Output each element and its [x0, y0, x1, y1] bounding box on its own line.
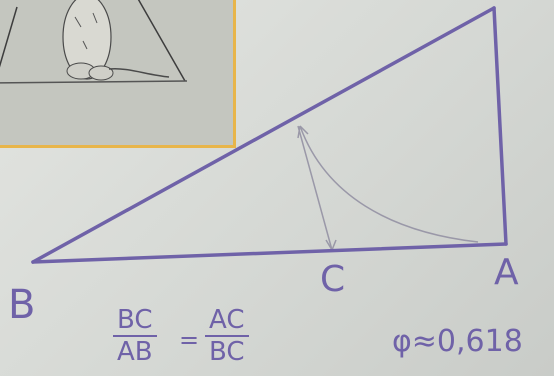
fraction-bar [205, 335, 249, 337]
fraction-bar [113, 335, 157, 337]
segment-ab [31, 6, 496, 264]
fraction-numerator: AC [209, 305, 245, 335]
equals-sign: = [179, 326, 200, 354]
fraction-denominator: AB [117, 337, 153, 367]
segment-a-top [492, 6, 508, 246]
arc-c-to-hypotenuse [297, 125, 333, 251]
point-label-a: A [494, 252, 519, 293]
fraction-ac-bc: AC BC [205, 307, 249, 365]
fraction-denominator: BC [209, 337, 245, 367]
arc-arrowhead-bottom [325, 239, 337, 251]
fraction-numerator: BC [117, 305, 153, 335]
arc-ac-to-hypotenuse [299, 125, 479, 243]
golden-ratio-value: φ≈0,618 [392, 324, 523, 359]
inset-photo [0, 0, 236, 148]
point-label-b: B [8, 282, 36, 328]
segment-ba [31, 242, 508, 264]
fraction-bc-ab: BC AB [113, 307, 157, 365]
point-label-c: C [320, 259, 346, 300]
mouse-sketch-icon [0, 0, 233, 145]
